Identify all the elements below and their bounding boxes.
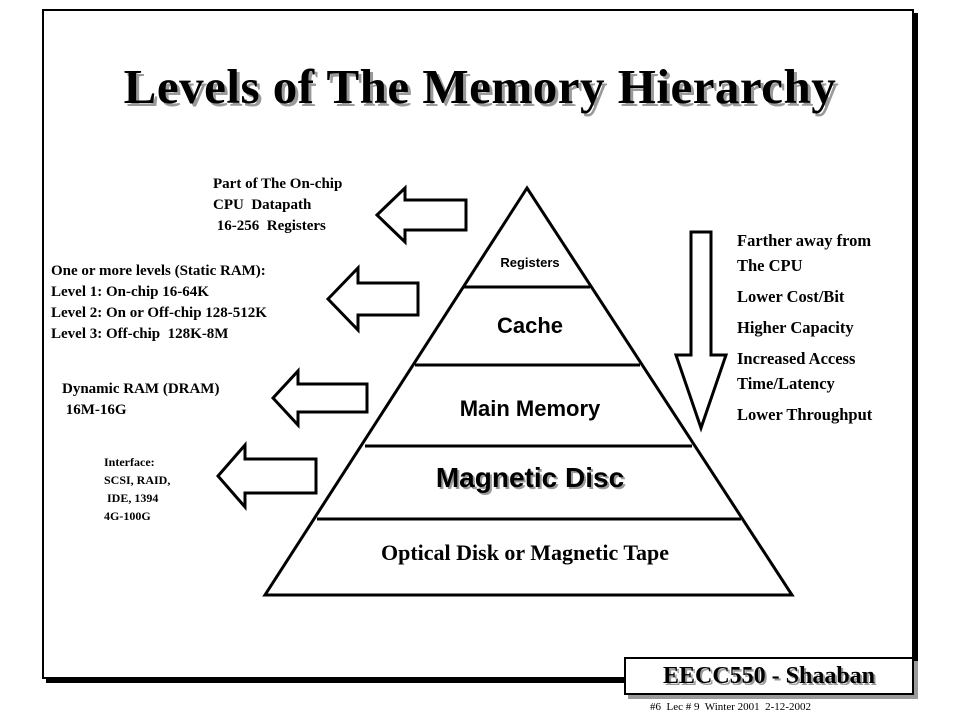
left-arrow-cache (325, 264, 420, 334)
level-magnetic-disc: Magnetic Disc (435, 462, 625, 493)
note-main-memory: Dynamic RAM (DRAM) 16M-16G (62, 381, 220, 418)
level-cache: Cache (496, 313, 564, 338)
note-cache: One or more levels (Static RAM): Level 1… (51, 263, 267, 342)
slide-title: Levels of The Memory Hierarchy (123, 59, 837, 114)
level-registers: Registers (500, 255, 560, 270)
level-main-memory: Main Memory (459, 396, 601, 421)
down-arrow (673, 230, 729, 433)
pyramid-outline (262, 185, 795, 597)
property-list: Farther away from The CPU Lower Cost/Bit… (737, 228, 872, 433)
property-latency: Increased Access Time/Latency (737, 349, 856, 393)
property-farther: Farther away from The CPU (737, 231, 872, 275)
left-arrow-registers (374, 184, 468, 246)
left-arrow-main-memory (270, 367, 369, 429)
property-cost: Lower Cost/Bit (737, 287, 845, 306)
course-badge: EECC550 - Shaaban (624, 657, 914, 695)
slide-footer: #6 Lec # 9 Winter 2001 2-12-2002 (650, 701, 811, 713)
property-capacity: Higher Capacity (737, 318, 854, 337)
note-registers: Part of The On-chip CPU Datapath 16-256 … (213, 176, 343, 234)
note-disc: Interface: SCSI, RAID, IDE, 1394 4G-100G (104, 455, 171, 523)
level-optical-tape: Optical Disk or Magnetic Tape (380, 540, 670, 565)
property-throughput: Lower Throughput (737, 405, 873, 424)
left-arrow-disc (216, 440, 318, 512)
